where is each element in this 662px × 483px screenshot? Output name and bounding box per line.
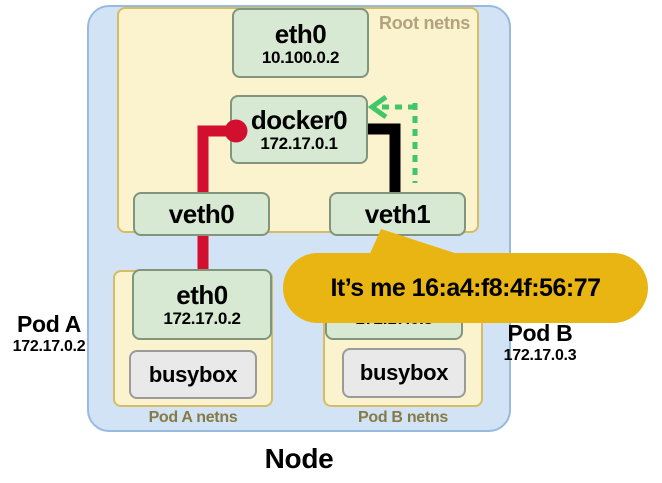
root-eth0-ip: 10.100.0.2 xyxy=(261,48,340,67)
pod-a-eth0-name: eth0 xyxy=(176,280,228,310)
pod-b-busybox-box: busybox xyxy=(342,348,466,398)
node-label: Node xyxy=(264,443,334,474)
docker0-box: docker0 172.17.0.1 xyxy=(230,95,368,164)
pod-b-container-name: busybox xyxy=(359,360,449,385)
docker0-name: docker0 xyxy=(250,105,348,135)
pod-b-ip: 172.17.0.3 xyxy=(503,347,577,364)
root-eth0-box: eth0 10.100.0.2 xyxy=(232,8,369,78)
docker0-ip: 172.17.0.1 xyxy=(260,134,338,153)
veth0-name: veth0 xyxy=(168,199,235,229)
veth0-box: veth0 xyxy=(133,192,270,236)
veth1-box: veth1 xyxy=(329,192,466,236)
pod-b-outer-label: Pod B 172.17.0.3 xyxy=(490,320,590,365)
pod-b-netns-label: Pod B netns xyxy=(357,409,449,426)
pod-a-name: Pod A xyxy=(16,311,82,337)
veth1-name: veth1 xyxy=(364,199,431,229)
pod-a-outer-label: Pod A 172.17.0.2 xyxy=(0,311,98,356)
pod-a-eth0-ip: 172.17.0.2 xyxy=(163,309,241,328)
pod-a-netns-label: Pod A netns xyxy=(148,409,238,426)
speech-bubble: It’s me 16:a4:f8:4f:56:77 xyxy=(283,253,648,323)
root-eth0-name: eth0 xyxy=(274,19,327,49)
pod-a-ip: 172.17.0.2 xyxy=(12,338,86,355)
pod-a-container-name: busybox xyxy=(148,362,238,387)
root-netns-label: Root netns xyxy=(379,13,470,33)
pod-b-name: Pod B xyxy=(507,320,573,346)
pod-a-eth0-box: eth0 172.17.0.2 xyxy=(132,269,272,340)
pod-a-busybox-box: busybox xyxy=(129,350,257,399)
speech-bubble-text: It’s me 16:a4:f8:4f:56:77 xyxy=(330,274,601,302)
